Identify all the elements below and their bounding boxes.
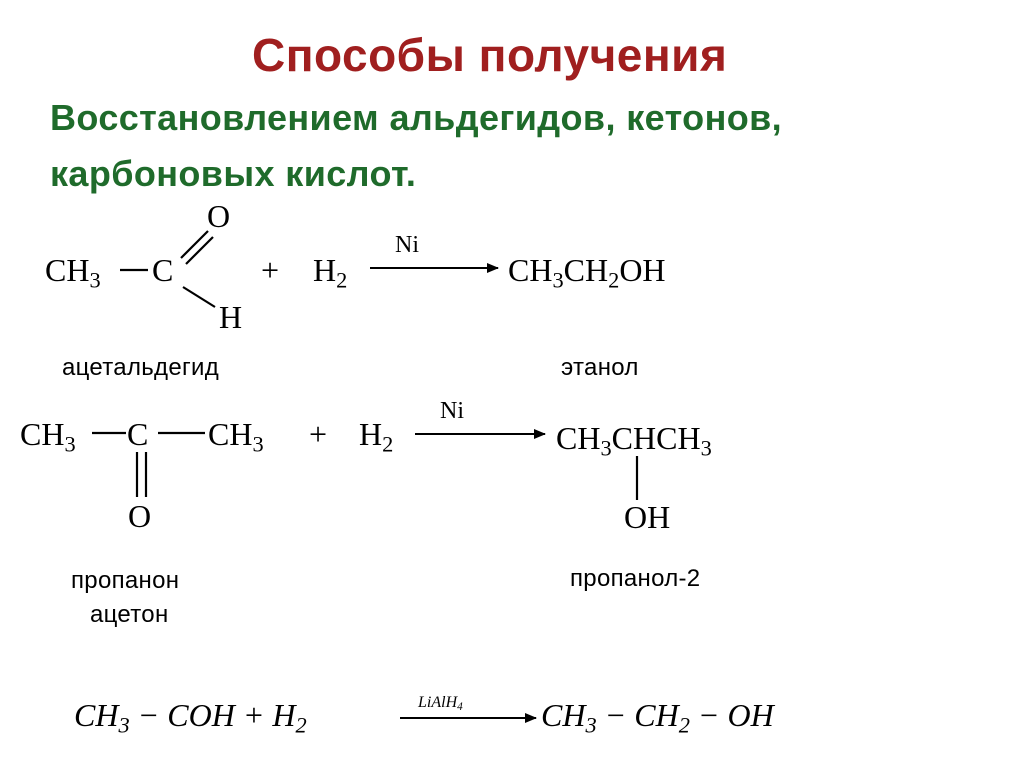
r3-catalyst: LiAlH4 — [418, 694, 463, 714]
r3-right-side: CH3 − CH2 − OH — [541, 697, 774, 738]
r2-ch3-left: CH3 — [20, 416, 76, 457]
r2-product: CH3CHCH3 — [556, 420, 712, 461]
r1-carbon: C — [152, 252, 174, 288]
r2-plus: + — [309, 416, 328, 452]
r3-left-side: CH3 − COH + H2 — [74, 697, 307, 738]
r1-plus: + — [261, 252, 280, 288]
r2-ch3-right: CH3 — [208, 416, 264, 457]
r1-hydrogen: H — [219, 299, 243, 335]
r1-double-bond-lower — [185, 236, 214, 265]
r2-h2: H2 — [359, 416, 394, 457]
r1-catalyst: Ni — [395, 232, 419, 258]
r2-carbon: C — [127, 416, 149, 452]
r1-bond-c-h — [182, 286, 216, 308]
r2-reactant-label-2: ацетон — [90, 601, 169, 628]
r1-reactant-label: ацетальдегид — [62, 354, 220, 381]
slide-subtitle: Восстановлением альдегидов, кетонов, кар… — [50, 97, 783, 194]
slide-title: Способы получения — [252, 29, 728, 81]
r2-oxygen: O — [128, 498, 152, 534]
r1-ch3: CH3 — [45, 252, 101, 293]
r1-double-bond-upper — [180, 230, 209, 259]
r2-reactant-label-1: пропанон — [71, 567, 180, 594]
r2-catalyst: Ni — [440, 398, 464, 424]
r1-product-label: этанол — [561, 354, 639, 381]
r1-product: CH3CH2OH — [508, 252, 666, 293]
r1-oxygen: O — [207, 198, 231, 234]
r2-product-oh: OH — [624, 499, 671, 535]
r1-h2: H2 — [313, 252, 348, 293]
r2-product-label: пропанол-2 — [570, 565, 701, 592]
